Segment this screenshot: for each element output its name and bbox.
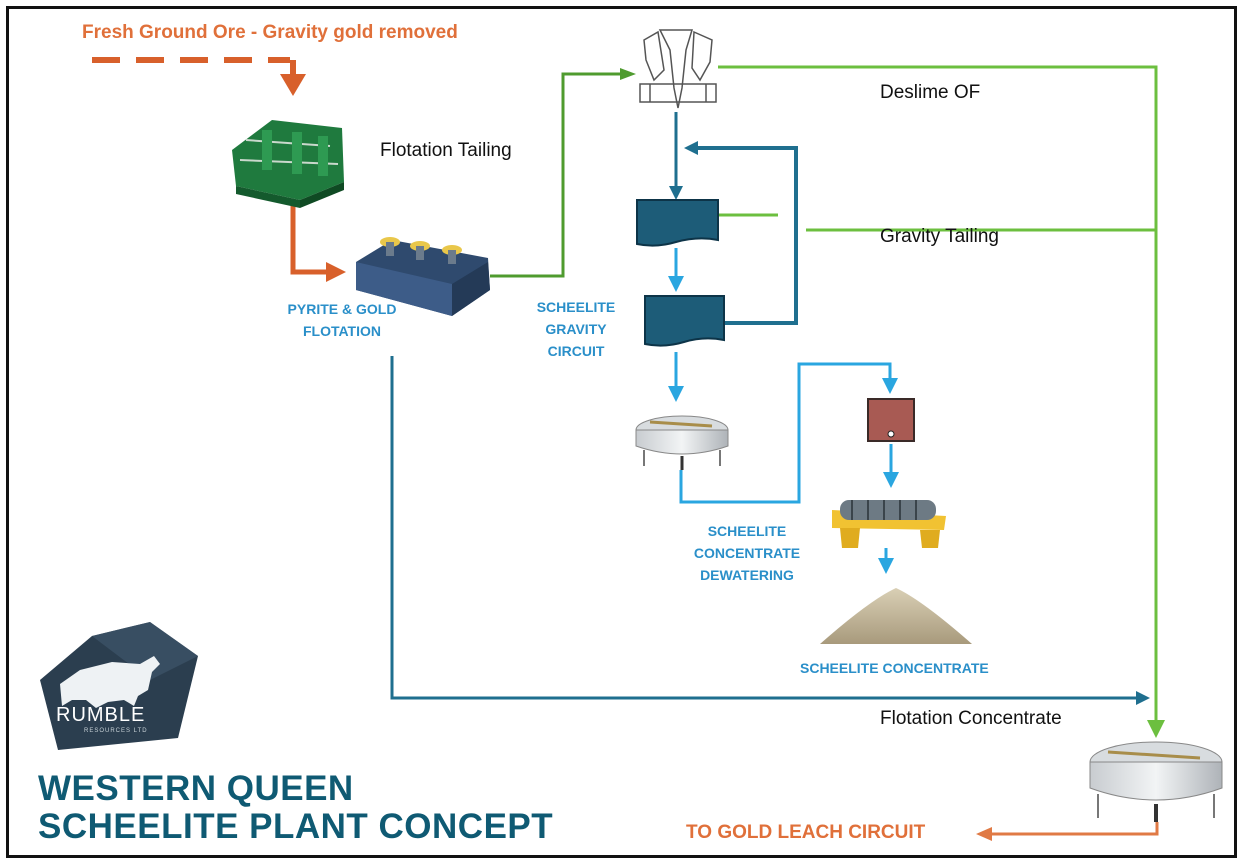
recycle-loop-line	[684, 141, 798, 325]
flotation-concentrate-label: Flotation Concentrate	[880, 708, 1062, 729]
flotation-tailing-label: Flotation Tailing	[380, 140, 512, 161]
gold-leach-label: TO GOLD LEACH CIRCUIT	[686, 822, 926, 843]
rumble-logo	[40, 622, 198, 750]
vacuum-filter-icon	[832, 500, 946, 548]
flotation-cells-icon	[356, 237, 490, 316]
thickener-to-tank-line	[679, 362, 898, 504]
concentrate-pile-icon	[820, 588, 972, 644]
scheelite-dewatering-label: SCHEELITE CONCENTRATE DEWATERING	[693, 523, 801, 583]
pyrite-gold-flotation-label: PYRITE & GOLD FLOTATION	[287, 301, 397, 339]
bull-icon	[60, 656, 160, 708]
grinding-mill-icon	[232, 120, 344, 208]
jig-to-table-arrow	[668, 248, 684, 292]
title-line-1: WESTERN QUEEN	[38, 769, 354, 808]
fresh-ore-label: Fresh Ground Ore - Gravity gold removed	[82, 22, 458, 43]
table-to-thickener-arrow	[668, 352, 684, 402]
gravity-jig-icon	[636, 199, 719, 247]
flotation-tailing-line	[490, 68, 636, 278]
diagram-frame	[6, 6, 1237, 858]
surge-tank-icon	[867, 398, 915, 442]
scheelite-concentrate-label: SCHEELITE CONCENTRATE	[800, 660, 989, 676]
deslime-cyclone-icon	[639, 29, 717, 109]
deslime-of-label: Deslime OF	[880, 82, 981, 103]
mill-to-flotation-line	[290, 200, 346, 282]
tank-to-filter-arrow	[883, 444, 899, 488]
logo-name: RUMBLE	[56, 704, 146, 726]
flotation-concentrate-line	[390, 356, 1150, 705]
gravity-tailing-line	[718, 213, 1156, 232]
gold-leach-arrow	[976, 822, 1159, 841]
gravity-tailing-label: Gravity Tailing	[880, 226, 999, 247]
deslime-of-line	[718, 65, 1165, 738]
concentrate-thickener-icon	[635, 415, 729, 470]
filter-to-concentrate-arrow	[878, 548, 894, 574]
fresh-ore-feed-line	[92, 57, 306, 96]
cyclone-underflow-line	[669, 112, 683, 200]
shaking-table-icon	[644, 295, 725, 347]
title-line-2: SCHEELITE PLANT CONCEPT	[38, 807, 554, 846]
leach-thickener-icon	[1089, 741, 1223, 822]
page-title: WESTERN QUEEN SCHEELITE PLANT CONCEPT	[38, 770, 553, 846]
logo-subtitle: RESOURCES LTD	[84, 728, 148, 734]
scheelite-gravity-circuit-label: SCHEELITE GRAVITY CIRCUIT	[536, 299, 616, 359]
